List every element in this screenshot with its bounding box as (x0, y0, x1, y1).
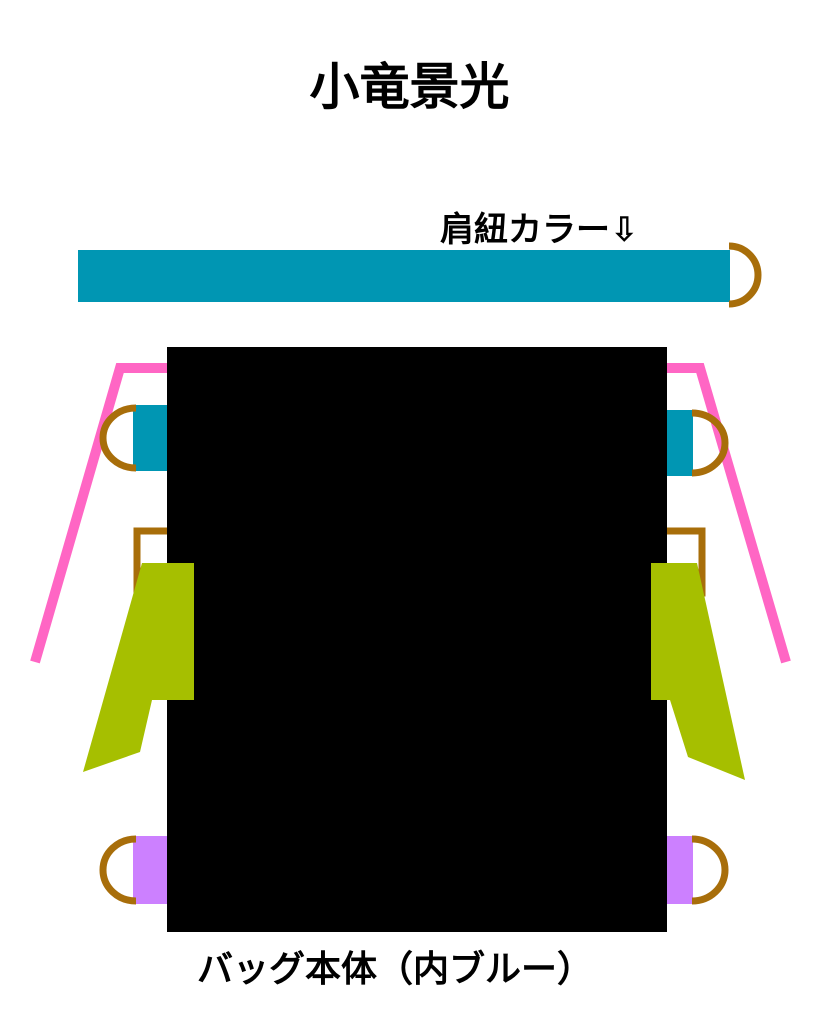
diagram-title: 小竜景光 (309, 58, 510, 116)
right-bottom-tab (665, 836, 693, 904)
strap-color-caption: 肩紐カラー⇩ (440, 210, 639, 250)
right-pink-strap (666, 363, 791, 664)
left-upper-tab (133, 405, 169, 471)
right-side-flap (651, 563, 745, 780)
right-upper-tab (665, 410, 693, 476)
strap-end-ring (728, 242, 762, 308)
left-bottom-d-ring (99, 835, 137, 905)
left-bottom-tab (133, 836, 169, 904)
bag-body (167, 347, 667, 932)
left-upper-d-ring (99, 404, 137, 472)
right-bottom-d-ring (691, 835, 729, 905)
shoulder-strap-swatch (78, 250, 730, 302)
left-side-flap (83, 563, 194, 772)
left-pink-strap (30, 363, 168, 664)
bag-body-caption: バッグ本体（内ブルー） (196, 949, 593, 990)
right-upper-d-ring (691, 409, 729, 477)
